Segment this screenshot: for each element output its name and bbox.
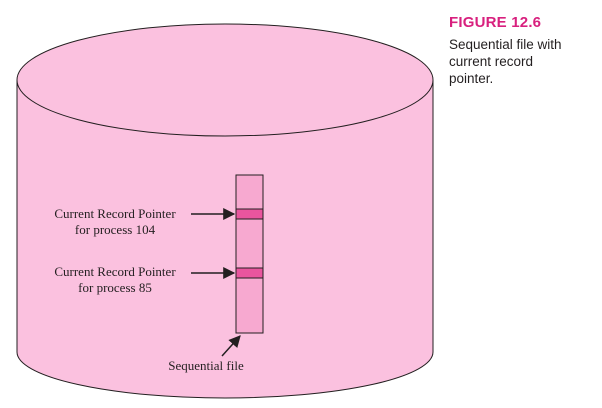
sequential-file-arrow [221, 335, 241, 357]
figure-caption-line: current record [449, 54, 534, 69]
figure-caption-line: Sequential file with [449, 37, 562, 52]
disk-cylinder-body [16, 80, 434, 399]
sequential-file-label: Sequential file [168, 358, 244, 373]
disk-cylinder-top [16, 23, 434, 137]
figure-caption: Sequential file with current record poin… [449, 36, 599, 87]
figure-caption-line: pointer. [449, 71, 494, 86]
figure-number: FIGURE 12.6 [449, 14, 542, 31]
current-record-85 [235, 267, 264, 279]
pointer-label-85-line2: for process 85 [78, 280, 152, 295]
pointer-label-104-line1: Current Record Pointer [54, 206, 176, 221]
pointer-label-85-line1: Current Record Pointer [54, 264, 176, 279]
sequential-file-strip [235, 174, 264, 334]
current-record-104 [235, 208, 264, 220]
pointer-label-104-line2: for process 104 [75, 222, 156, 237]
